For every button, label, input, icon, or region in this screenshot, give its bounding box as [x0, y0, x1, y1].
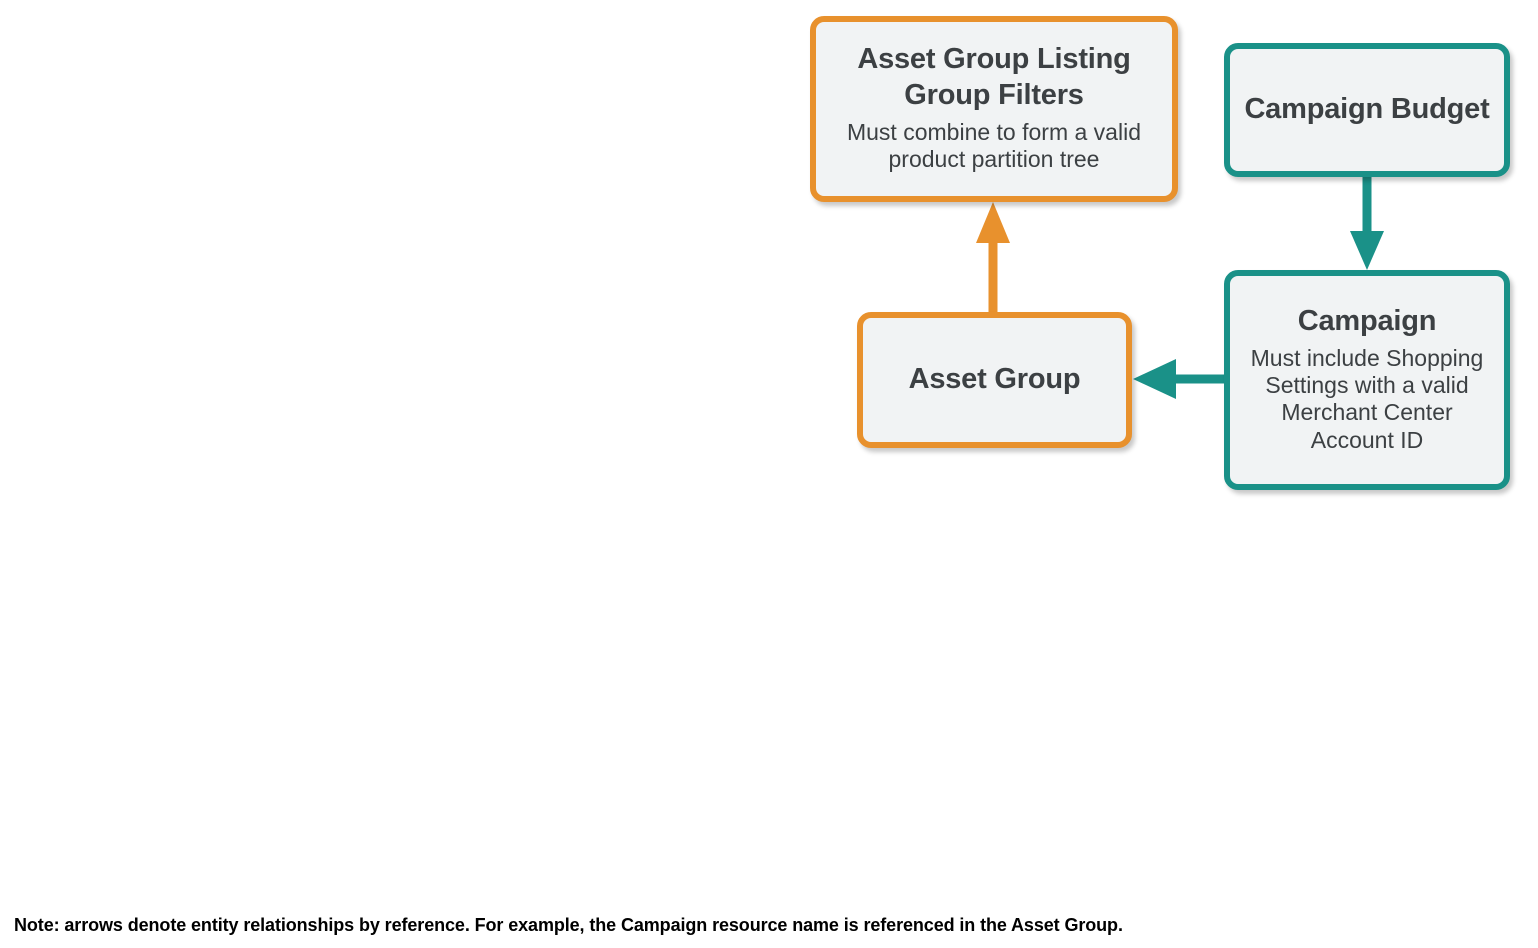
edge-campaign-to-asset-group	[1133, 359, 1224, 399]
node-asset-group[interactable]: Asset Group	[857, 312, 1132, 448]
edge-campaign-budget-to-campaign	[1350, 176, 1384, 270]
arrowhead-left-teal	[1133, 359, 1176, 399]
node-description: Must combine to form a valid product par…	[846, 119, 1141, 173]
node-title: Asset Group	[908, 363, 1081, 396]
edge-asset-group-to-listing-group-filters	[976, 202, 1010, 312]
node-asset-group-listing-group-filters[interactable]: Asset Group Listing Group Filters Must c…	[810, 16, 1178, 202]
node-title: Asset Group Listing Group Filters	[857, 43, 1131, 112]
node-campaign-budget[interactable]: Campaign Budget	[1224, 43, 1510, 177]
node-title: Campaign Budget	[1244, 93, 1490, 126]
arrowhead-up-orange	[976, 202, 1010, 243]
node-campaign[interactable]: Campaign Must include Shopping Settings …	[1224, 270, 1510, 490]
footer-note: Note: arrows denote entity relationships…	[14, 915, 1123, 935]
node-title: Campaign	[1297, 305, 1437, 338]
node-description: Must include Shopping Settings with a va…	[1250, 345, 1484, 453]
arrowhead-down-teal	[1350, 231, 1384, 270]
